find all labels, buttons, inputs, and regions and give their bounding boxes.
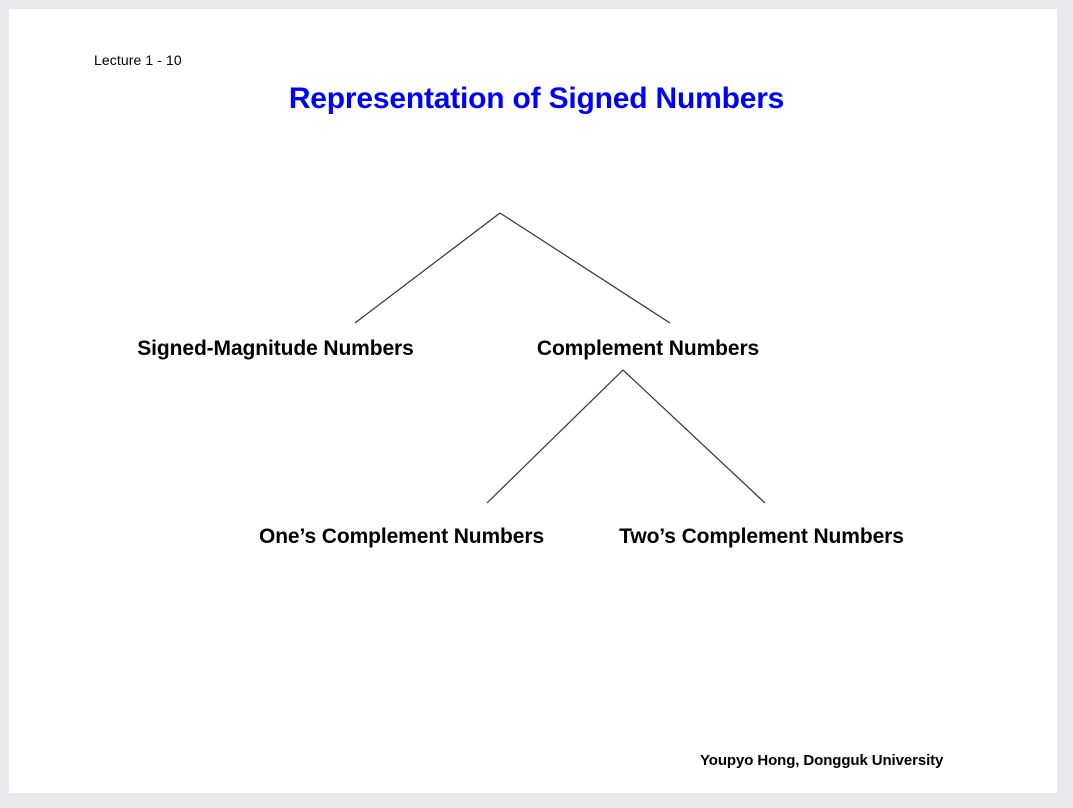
slide-canvas xyxy=(9,9,1057,793)
tree-node-twos-complement: Two’s Complement Numbers xyxy=(619,525,904,548)
author-credit: Youpyo Hong, Dongguk University xyxy=(700,752,944,769)
tree-node-signed-magnitude: Signed-Magnitude Numbers xyxy=(137,337,414,360)
tree-node-complement: Complement Numbers xyxy=(536,337,760,360)
page-title: Representation of Signed Numbers xyxy=(288,82,785,115)
lecture-number-label: Lecture 1 - 10 xyxy=(94,52,182,68)
tree-node-ones-complement: One’s Complement Numbers xyxy=(258,525,545,548)
